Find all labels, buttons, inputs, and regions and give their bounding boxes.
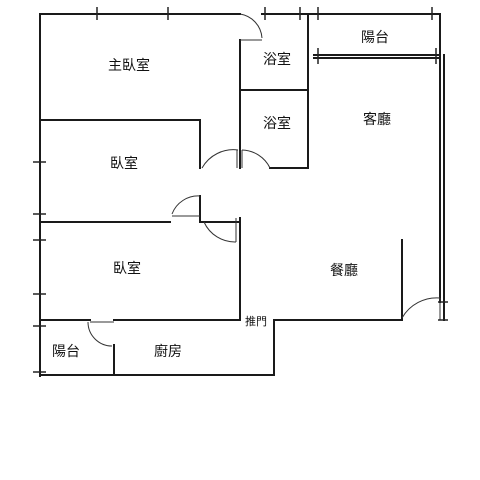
label-bedroom-lower: 臥室 [113,260,141,277]
door-arc-mid-bed [171,195,201,215]
window-ticks [33,7,448,373]
room-labels: 主臥室 浴室 浴室 陽台 客廳 臥室 臥室 餐廳 陽台 廚房 推門 [52,30,391,360]
label-master-bedroom: 主臥室 [108,57,150,74]
label-kitchen: 廚房 [154,343,182,360]
door-arc-corridor-left [201,149,239,169]
label-bath-lower: 浴室 [263,115,291,132]
label-balcony-bottom: 陽台 [52,344,80,360]
label-balcony-top: 陽台 [361,30,389,46]
label-sliding-door: 推門 [245,314,267,328]
label-bedroom-middle: 臥室 [110,155,138,172]
label-living-room: 客廳 [363,111,391,128]
door-arc-bath-top [239,13,263,39]
interior-walls [39,13,441,376]
door-arc-corridor-right [241,149,271,169]
outer-walls [39,13,445,377]
label-bath-top: 浴室 [263,51,291,68]
door-arc-lower-bed [203,221,237,243]
door-arc-bottom-balcony [87,321,113,347]
door-arc-dining [401,297,441,319]
doors [87,13,441,347]
label-dining-room: 餐廳 [330,262,358,279]
